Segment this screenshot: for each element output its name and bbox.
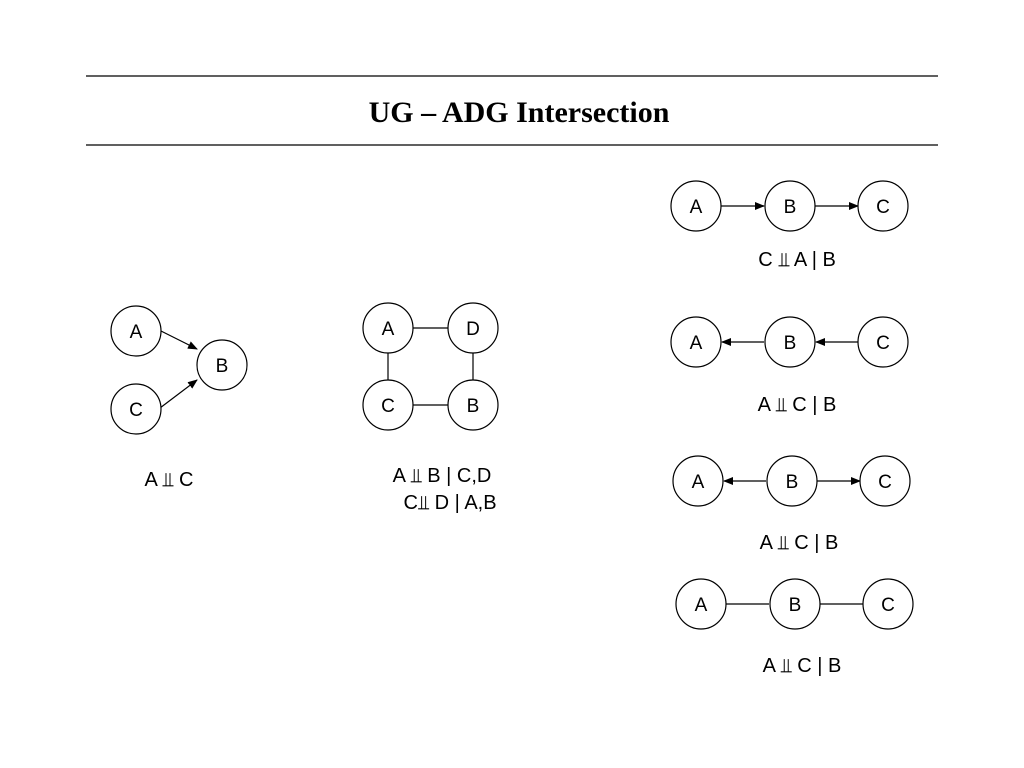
node-a: A	[362, 302, 414, 354]
svg-text:B: B	[467, 396, 480, 417]
node-a: A	[672, 455, 724, 507]
svg-text:C: C	[876, 333, 890, 354]
svg-text:A: A	[695, 595, 708, 616]
node-c: C	[859, 455, 911, 507]
node-c: C	[857, 180, 909, 232]
node-b: B	[196, 339, 248, 391]
svg-text:A: A	[692, 472, 705, 493]
node-b: B	[766, 455, 818, 507]
svg-text:A: A	[690, 333, 703, 354]
independence-statement: C ⫫ A | B	[758, 249, 836, 271]
node-a: A	[110, 305, 162, 357]
node-a: A	[670, 180, 722, 232]
graph-collider: A B C A ⫫ C	[110, 305, 248, 491]
graph-square: A D C B A ⫫ B | C,D C⫫ D | A,B	[362, 302, 499, 514]
graph-chain-backward: A B C A ⫫ C | B	[670, 316, 909, 416]
svg-text:C: C	[878, 472, 892, 493]
node-c: C	[862, 578, 914, 630]
svg-text:C: C	[381, 396, 395, 417]
node-b: B	[769, 578, 821, 630]
node-a: A	[675, 578, 727, 630]
graph-fork: A B C A ⫫ C | B	[672, 455, 911, 554]
independence-statement: A ⫫ C | B	[763, 655, 842, 677]
svg-text:B: B	[789, 595, 802, 616]
svg-text:A: A	[130, 322, 143, 343]
edge-a-to-b	[160, 330, 198, 350]
svg-text:B: B	[784, 197, 797, 218]
independence-statement: A ⫫ C | B	[760, 532, 839, 554]
node-c: C	[110, 383, 162, 435]
node-b: B	[764, 180, 816, 232]
node-d: D	[447, 302, 499, 354]
svg-text:B: B	[786, 472, 799, 493]
svg-text:C: C	[881, 595, 895, 616]
independence-statement: A ⫫ B | C,D	[393, 465, 492, 487]
node-a: A	[670, 316, 722, 368]
svg-text:B: B	[784, 333, 797, 354]
svg-text:C: C	[129, 400, 143, 421]
edge-c-to-b	[159, 379, 198, 409]
svg-text:A: A	[382, 319, 395, 340]
independence-statement: A ⫫ C | B	[758, 394, 837, 416]
node-c: C	[857, 316, 909, 368]
svg-text:C: C	[876, 197, 890, 218]
svg-text:B: B	[216, 356, 229, 377]
svg-text:A: A	[690, 197, 703, 218]
graph-undirected-chain: A B C A ⫫ C | B	[675, 578, 914, 677]
svg-text:D: D	[466, 319, 480, 340]
slide-title: UG – ADG Intersection	[369, 96, 670, 129]
independence-statement: C⫫ D | A,B	[403, 492, 496, 514]
node-b: B	[447, 379, 499, 431]
independence-statement: A ⫫ C	[144, 469, 193, 491]
node-b: B	[764, 316, 816, 368]
graph-chain-forward: A B C C ⫫ A | B	[670, 180, 909, 271]
node-c: C	[362, 379, 414, 431]
